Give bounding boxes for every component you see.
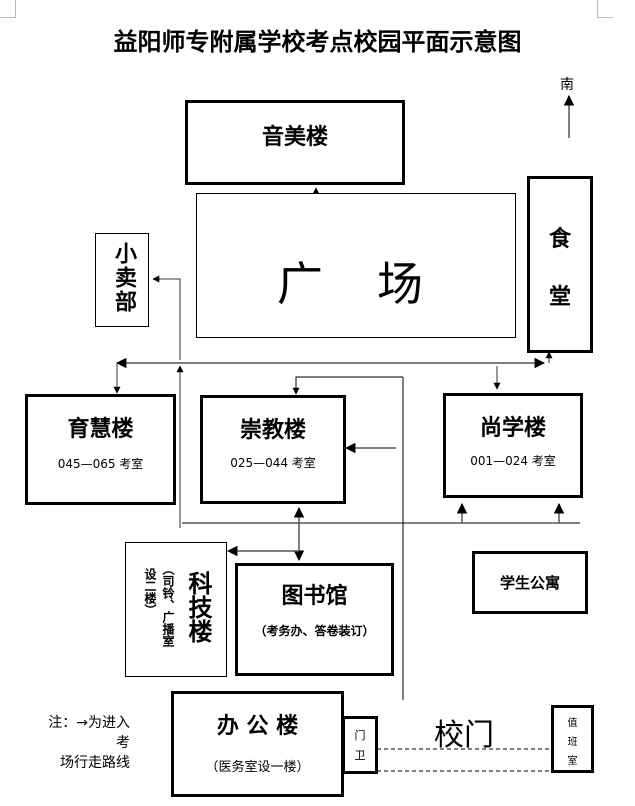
building-library-name: 图书馆 <box>281 584 348 609</box>
building-shangxue-rooms: 001—024 考室 <box>470 454 556 468</box>
compass-label: 南 <box>560 77 574 93</box>
building-keji-note-1: （司铃、广播室 <box>161 563 175 647</box>
building-library: 图书馆 （考务办、答卷装订） <box>235 563 394 676</box>
building-yuhui-name: 育慧楼 <box>67 417 134 442</box>
page-title: 益阳师专附属学校考点校园平面示意图 <box>113 28 522 56</box>
building-guard: 门 卫 <box>342 716 378 774</box>
building-chongjiao-name: 崇教楼 <box>239 418 306 443</box>
building-yinmei: 音美楼 <box>185 100 405 185</box>
route-loop-to-chongjiao <box>292 376 403 395</box>
legend-line-2: 场行走路线 <box>60 755 130 771</box>
legend-note: 注：→为进入考 场行走路线 <box>38 713 130 773</box>
page-corner-top-right <box>597 0 613 18</box>
building-guard-char-2: 卫 <box>354 749 366 762</box>
building-office: 办 公 楼 （医务室设一楼） <box>171 691 344 797</box>
building-yinmei-name: 音美楼 <box>261 125 328 150</box>
page-corner-top-left <box>0 0 16 18</box>
building-yuhui-rooms: 045—065 考室 <box>57 457 144 471</box>
building-dorm: 学生公寓 <box>472 551 588 614</box>
building-office-name: 办 公 楼 <box>216 714 299 739</box>
building-duty-char-3: 室 <box>567 756 578 767</box>
plaza: 广 场 <box>196 193 516 338</box>
legend-line-1: 注：→为进入考 <box>48 715 130 751</box>
building-canteen-char-1: 食 <box>548 227 571 252</box>
building-office-note: （医务室设一楼） <box>205 760 310 775</box>
building-yuhui: 育慧楼 045—065 考室 <box>25 394 176 505</box>
building-chongjiao: 崇教楼 025—044 考室 <box>200 395 346 504</box>
school-gate-label: 校门 <box>434 718 494 753</box>
building-canteen: 食 堂 <box>527 176 593 353</box>
route-to-shop <box>152 275 181 360</box>
building-keji-note-2: 设二楼） <box>143 568 157 616</box>
building-shangxue: 尚学楼 001—024 考室 <box>443 393 583 498</box>
building-keji: 科技楼 （司铃、广播室 设二楼） <box>125 542 227 677</box>
building-keji-name: 科技楼 <box>184 571 212 643</box>
building-duty-char-2: 班 <box>567 737 578 748</box>
building-shangxue-name: 尚学楼 <box>479 416 546 441</box>
building-shop: 小卖部 <box>95 233 149 327</box>
building-shop-name: 小卖部 <box>111 242 136 314</box>
plaza-name-left: 广 <box>277 257 323 311</box>
building-dorm-name: 学生公寓 <box>499 574 560 592</box>
building-duty-char-1: 值 <box>567 718 578 729</box>
building-library-note: （考务办、答卷装订） <box>254 624 375 638</box>
building-guard-char-1: 门 <box>354 729 366 742</box>
building-canteen-char-2: 堂 <box>548 285 571 310</box>
plaza-name-right: 场 <box>377 257 423 311</box>
building-chongjiao-rooms: 025—044 考室 <box>230 456 316 470</box>
building-duty: 值 班 室 <box>551 705 594 773</box>
